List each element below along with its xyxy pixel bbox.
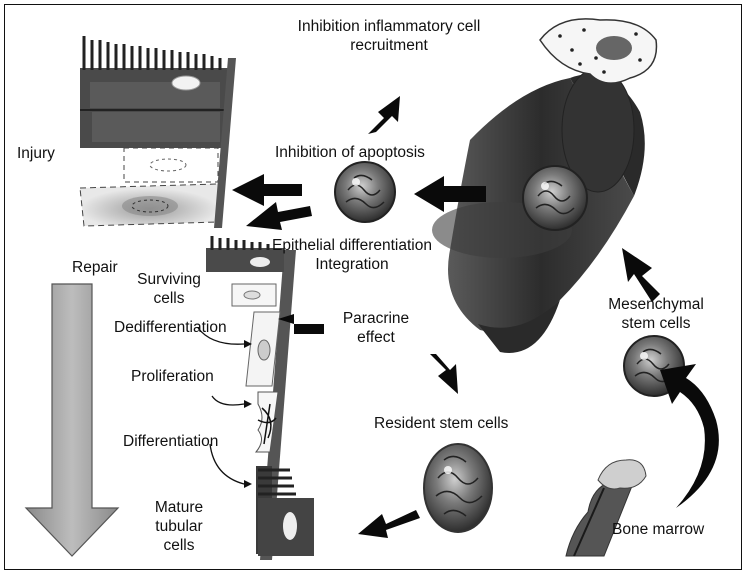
label-paracrine-effect: Paracrine effect bbox=[336, 309, 416, 347]
label-epithelial-line2: Integration bbox=[252, 255, 452, 274]
stem-cell-in-vessel bbox=[523, 166, 587, 230]
bone-marrow-icon bbox=[566, 460, 646, 556]
label-dedifferentiation: Dedifferentiation bbox=[114, 318, 227, 337]
injured-epithelium bbox=[80, 36, 236, 228]
label-mature-line1: Mature bbox=[148, 498, 210, 517]
label-mesenchymal-line1: Mesenchymal bbox=[600, 295, 712, 314]
arrow-msc-to-vessel bbox=[622, 248, 660, 302]
repair-arrow bbox=[26, 284, 118, 556]
label-inhibition-inflammatory: Inhibition inflammatory cell recruitment bbox=[258, 17, 520, 55]
arrow-to-resident bbox=[430, 354, 458, 394]
label-resident-stem-cells: Resident stem cells bbox=[374, 414, 508, 433]
arrow-to-repair bbox=[246, 202, 312, 230]
label-inhibition-inflammatory-line2: recruitment bbox=[258, 36, 520, 55]
label-bone-marrow: Bone marrow bbox=[612, 520, 704, 539]
label-mature-tubular-cells: Mature tubular cells bbox=[148, 498, 210, 555]
label-mature-line3: cells bbox=[148, 536, 210, 555]
label-proliferation: Proliferation bbox=[131, 367, 214, 386]
label-epithelial: Epithelial differentiation Integration bbox=[252, 236, 452, 274]
stem-cell-center bbox=[335, 162, 395, 222]
label-surviving-line2: cells bbox=[130, 289, 208, 308]
label-mesenchymal-line2: stem cells bbox=[600, 314, 712, 333]
healing-epithelium bbox=[206, 236, 314, 560]
label-mesenchymal-stem-cells: Mesenchymal stem cells bbox=[600, 295, 712, 333]
arrow-cell-to-injury bbox=[232, 174, 302, 206]
arrow-resident-to-mature bbox=[358, 510, 420, 538]
arrow-to-inflammation bbox=[368, 96, 400, 134]
resident-stem-cell bbox=[424, 444, 492, 532]
stage-arrows bbox=[198, 328, 244, 484]
label-inhibition-apoptosis: Inhibition of apoptosis bbox=[275, 143, 425, 162]
label-differentiation: Differentiation bbox=[123, 432, 218, 451]
label-epithelial-line1: Epithelial differentiation bbox=[252, 236, 452, 255]
label-paracrine-line1: Paracrine bbox=[336, 309, 416, 328]
label-mature-line2: tubular bbox=[148, 517, 210, 536]
label-injury: Injury bbox=[17, 144, 55, 163]
curved-arrow-bone-to-msc bbox=[660, 364, 719, 508]
label-repair: Repair bbox=[72, 258, 118, 277]
label-surviving-line1: Surviving bbox=[130, 270, 208, 289]
label-paracrine-line2: effect bbox=[336, 328, 416, 347]
label-inhibition-inflammatory-line1: Inhibition inflammatory cell bbox=[258, 17, 520, 36]
label-surviving-cells: Surviving cells bbox=[130, 270, 208, 308]
